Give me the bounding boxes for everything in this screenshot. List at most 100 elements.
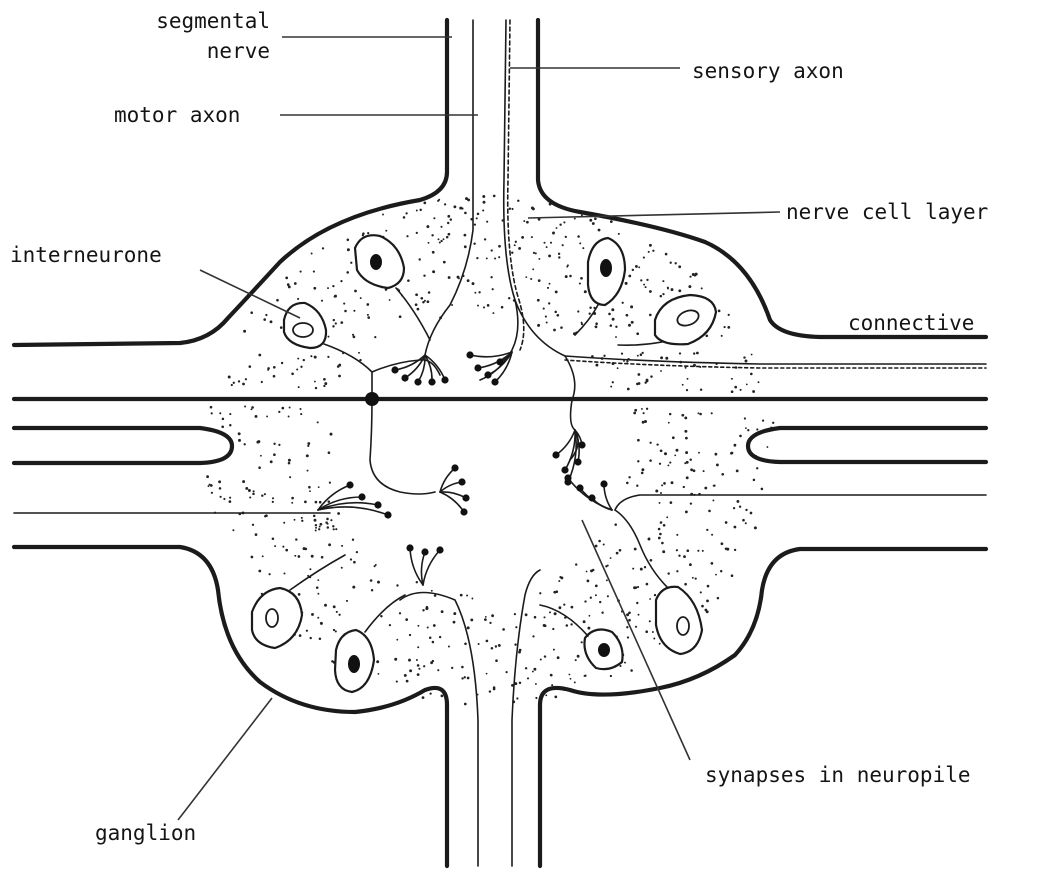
stipple-dot (646, 279, 648, 281)
stipple-dot (470, 618, 473, 621)
stipple-dot (678, 555, 680, 557)
stipple-dot (611, 308, 614, 311)
nerve-cell (540, 605, 623, 669)
stipple-dot (659, 463, 661, 465)
stipple-dot (736, 470, 739, 473)
stipple-dot (471, 598, 473, 600)
leader-lines (178, 37, 780, 820)
stipple-dot (684, 416, 687, 419)
stipple-dot (734, 386, 737, 389)
stipple-dot (574, 218, 576, 220)
stipple-dot (443, 261, 446, 264)
stipple-dot (476, 217, 478, 219)
stipple-dot (681, 414, 684, 417)
synaptic-knob (462, 494, 469, 501)
stipple-dot (626, 314, 629, 317)
stipple-dot (311, 253, 313, 255)
stipple-dot (649, 244, 652, 247)
stipple-dot (638, 373, 641, 376)
stipple-dot (319, 526, 321, 528)
stipple-dot (656, 443, 658, 445)
stipple-dot (352, 538, 354, 540)
stipple-dot (324, 604, 327, 607)
stipple-dot (486, 221, 488, 223)
stipple-dot (584, 600, 586, 602)
stipple-dot (281, 407, 284, 410)
stipple-dot (641, 472, 644, 475)
stipple-dot (344, 310, 347, 313)
stipple-dot (263, 318, 266, 321)
stipple-dot (569, 275, 572, 278)
stipple-dot (389, 624, 391, 626)
stipple-dot (751, 354, 753, 356)
stipple-dot (563, 603, 565, 605)
stipple-dot (581, 323, 583, 325)
stipple-dot (311, 613, 314, 616)
stipple-dot (464, 643, 467, 646)
stipple-dot (498, 256, 500, 258)
stipple-dot (464, 234, 467, 237)
stipple-dot (461, 677, 463, 679)
stipple-dot (646, 380, 648, 382)
stipple-dot (640, 279, 642, 281)
stipple-dot (341, 567, 343, 569)
stipple-dot (692, 273, 695, 276)
stipple-dot (634, 409, 637, 412)
stipple-dot (739, 435, 742, 438)
stipple-dot (612, 381, 614, 383)
stipple-dot (554, 696, 557, 699)
stipple-dot (229, 500, 232, 503)
synaptic-knob (588, 494, 595, 501)
stipple-dot (530, 278, 532, 280)
stipple-dot (720, 570, 722, 572)
stipple-dot (486, 640, 489, 643)
stipple-dot (443, 238, 445, 240)
stipple-dot (460, 594, 463, 597)
stipple-dot (451, 304, 453, 306)
stipple-dot (693, 469, 696, 472)
stipple-dot (423, 275, 425, 277)
stipple-dot (360, 297, 362, 299)
stipple-dot (554, 311, 557, 314)
stipple-dot (598, 540, 601, 543)
stipple-dot (610, 386, 612, 388)
stipple-dot (627, 636, 629, 638)
stipple-dot (219, 487, 222, 490)
stipple-dot (584, 290, 587, 293)
stipple-dot (323, 385, 325, 387)
stipple-dot (590, 597, 592, 599)
stipple-dot (315, 387, 317, 389)
stipple-dot (527, 677, 529, 679)
stipple-dot (467, 677, 470, 680)
stipple-dot (660, 295, 663, 298)
stipple-dot (662, 280, 664, 282)
stipple-dot (428, 242, 430, 244)
stipple-dot (340, 280, 342, 282)
stipple-dot (409, 634, 411, 636)
stipple-dot (626, 613, 629, 616)
synaptic-knob (474, 364, 481, 371)
stipple-dot (649, 620, 651, 622)
stipple-dot (658, 537, 661, 540)
stipple-dot (238, 439, 241, 442)
stipple-dot (330, 519, 332, 521)
synapse-branch (604, 484, 612, 510)
stipple-dot (298, 386, 300, 388)
stipple-dot (683, 486, 685, 488)
stipple-dot (654, 594, 656, 596)
stipple-dot (310, 355, 312, 357)
stipple-dot (523, 220, 525, 222)
stipple-dot (262, 555, 264, 557)
stipple-dot (659, 643, 661, 645)
stipple-dot (495, 659, 498, 662)
label-nerve-cell-layer: nerve cell layer (786, 200, 988, 224)
stipple-dot (447, 215, 450, 218)
stipple-dot (281, 362, 283, 364)
stipple-dot (653, 638, 655, 640)
stipple-dot (699, 413, 702, 416)
stipple-dot (338, 614, 340, 616)
stipple-dot (636, 602, 638, 604)
stipple-dot (486, 673, 488, 675)
stipple-dot (570, 623, 572, 625)
stipple-dot (670, 262, 672, 264)
